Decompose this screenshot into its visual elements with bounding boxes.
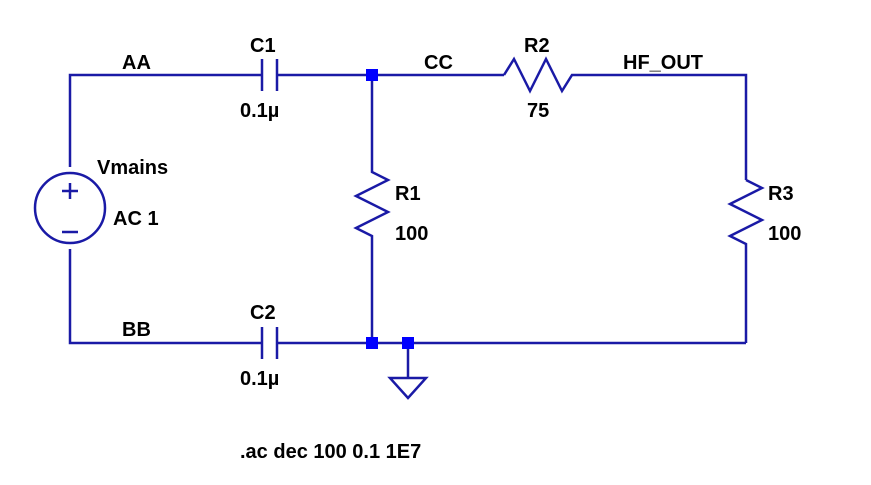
c1-name-label: C1 (250, 35, 276, 57)
net-label-bb: BB (122, 319, 151, 341)
voltage-source-vmains (33, 171, 107, 245)
wire-bb (68, 249, 262, 345)
r3-value-label: 100 (768, 223, 801, 245)
r1-name-label: R1 (395, 183, 421, 205)
r1-value-label: 100 (395, 223, 428, 245)
source-value-label: AC 1 (113, 208, 159, 230)
junction-dot-cc (366, 69, 378, 81)
net-label-aa: AA (122, 52, 151, 74)
capacitor-c2 (260, 327, 279, 359)
r2-value-label: 75 (527, 100, 549, 122)
ground-symbol (387, 343, 429, 400)
c2-name-label: C2 (250, 302, 276, 324)
wire-aa (68, 73, 262, 167)
net-label-cc: CC (424, 52, 453, 74)
resistor-r2 (502, 56, 582, 94)
wire-hf-out (582, 73, 748, 180)
r2-name-label: R2 (524, 35, 550, 57)
net-label-hf-out: HF_OUT (623, 52, 703, 74)
resistor-r1 (353, 75, 391, 343)
source-name-label: Vmains (97, 157, 168, 179)
simulation-directive: .ac dec 100 0.1 1E7 (240, 441, 421, 463)
junction-dot-r1-bottom (366, 337, 378, 349)
capacitor-c1 (260, 59, 279, 91)
r3-name-label: R3 (768, 183, 794, 205)
junction-dot-ground (402, 337, 414, 349)
c1-value-label: 0.1µ (240, 100, 279, 122)
resistor-r3 (727, 178, 765, 343)
c2-value-label: 0.1µ (240, 368, 279, 390)
